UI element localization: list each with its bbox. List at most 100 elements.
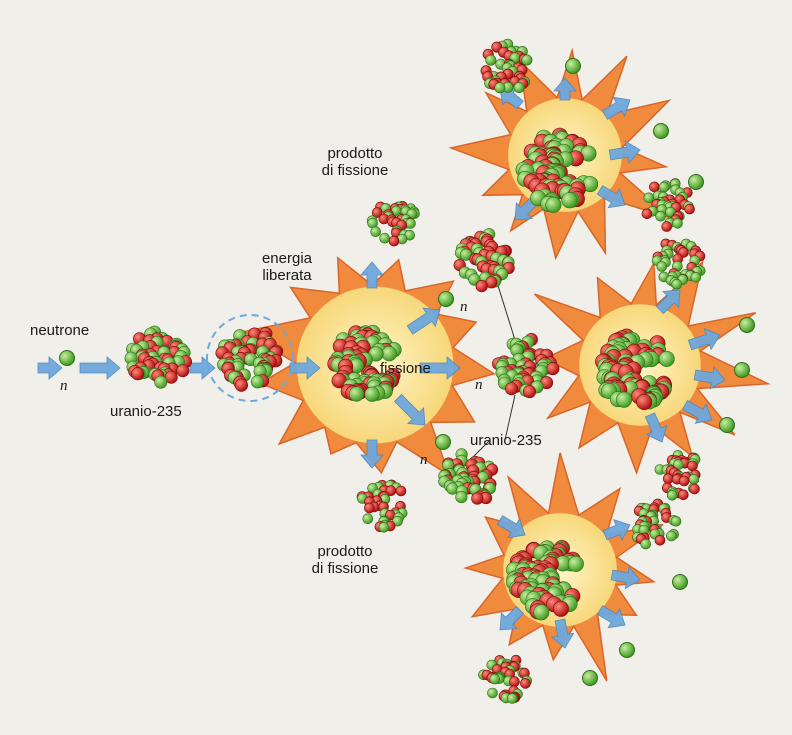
proton-particle	[655, 535, 665, 545]
lower-branch-nucleus-b	[479, 655, 532, 703]
neutron-particle	[689, 474, 699, 484]
neutron-particle	[522, 55, 532, 65]
released-neutron-nucleus-upper	[454, 228, 515, 292]
incident-neutron	[60, 351, 75, 366]
free-neutron	[673, 575, 688, 590]
proton-particle	[396, 486, 406, 496]
free-neutron	[436, 435, 451, 450]
neutron-particle	[495, 83, 505, 93]
neutron-label: neutrone	[30, 322, 89, 339]
proton-particle	[547, 362, 559, 374]
neutron-particle	[641, 539, 651, 549]
proton-particle	[690, 484, 700, 494]
released-neutron-nucleus-lower	[439, 449, 498, 505]
neutron-particle	[546, 197, 561, 212]
proton-particle	[679, 476, 689, 486]
fission-product-bottom-line-1: prodotto	[290, 543, 400, 560]
proton-particle	[177, 365, 189, 377]
proton-particle	[523, 385, 535, 397]
neutron-particle	[673, 218, 683, 228]
uranium-235-second-label: uranio-235	[470, 432, 542, 449]
proton-particle	[678, 490, 688, 500]
right-fission-explosion	[535, 262, 768, 473]
neutron-particle	[507, 693, 517, 703]
neutron-particle	[371, 227, 381, 237]
uranium-235-nucleus	[125, 326, 192, 388]
incoming-arrow-1	[38, 357, 62, 379]
proton-particle	[642, 209, 652, 219]
uranium-235-label: uranio-235	[110, 403, 182, 420]
free-neutron	[439, 292, 454, 307]
right-branch-nucleus-a	[652, 239, 705, 289]
neutron-particle	[562, 193, 577, 208]
neutron-particle	[691, 272, 701, 282]
neutron-particle	[251, 376, 264, 389]
fission-product-top-line-2: di fissione	[310, 162, 400, 179]
neutron-particle	[365, 387, 380, 402]
lower-branch-nucleus-a	[632, 499, 681, 549]
neutron-symbol-middle: n	[475, 377, 483, 394]
neutron-particle	[659, 351, 674, 366]
free-neutron	[720, 418, 735, 433]
neutron-particle	[568, 556, 583, 571]
incoming-arrow-2	[80, 357, 120, 379]
uranium-235-second-nucleus	[492, 333, 559, 398]
proton-particle	[235, 379, 248, 392]
free-neutron	[740, 318, 755, 333]
fission-product-top-line-1: prodotto	[310, 145, 400, 162]
upper-branch-nucleus-a	[481, 39, 532, 93]
neutron-particle	[616, 392, 631, 407]
free-neutron	[689, 175, 704, 190]
incoming-arrow-3	[190, 357, 215, 379]
neutron-particle	[666, 531, 676, 541]
neutron-particle	[514, 82, 524, 92]
proton-particle	[472, 493, 484, 505]
neutron-particle	[380, 233, 390, 243]
proton-particle	[687, 461, 697, 471]
neutron-particle	[363, 514, 373, 524]
fission-product-bottom-line-2: di fissione	[290, 560, 400, 577]
fission-label: fissione	[380, 360, 431, 377]
neutron-particle	[382, 346, 397, 361]
proton-particle	[637, 394, 652, 409]
right-branch-nucleus-b	[655, 450, 700, 500]
free-neutron	[735, 363, 750, 378]
free-neutron	[654, 124, 669, 139]
neutron-particle	[657, 262, 667, 272]
proton-particle	[364, 503, 374, 513]
proton-particle	[520, 678, 530, 688]
proton-particle	[476, 280, 488, 292]
neutron-particle	[379, 522, 389, 532]
neutron-particle	[671, 516, 681, 526]
neutron-particle	[644, 193, 654, 203]
proton-particle	[662, 222, 672, 232]
energy-released-label: energia liberata	[252, 250, 322, 284]
neutron-particle	[534, 605, 549, 620]
neutron-symbol-lower: n	[420, 452, 428, 469]
neutron-particle	[490, 674, 500, 684]
neutron-particle	[486, 55, 496, 65]
neutron-particle	[349, 387, 364, 402]
proton-particle	[505, 383, 517, 395]
proton-particle	[685, 204, 695, 214]
proton-particle	[510, 677, 520, 687]
proton-particle	[553, 601, 568, 616]
neutron-particle	[656, 211, 666, 221]
neutron-symbol-upper: n	[460, 299, 468, 316]
energy-line-1: energia	[252, 250, 322, 267]
neutron-particle	[667, 490, 677, 500]
free-neutron	[620, 643, 635, 658]
neutron-particle	[659, 182, 669, 192]
proton-particle	[663, 474, 673, 484]
neutron-symbol-label: n	[60, 378, 68, 395]
fission-product-top	[367, 201, 419, 246]
neutron-particle	[488, 688, 498, 698]
free-neutron	[566, 59, 581, 74]
energy-line-2: liberata	[252, 267, 322, 284]
neutron-particle	[406, 219, 416, 229]
proton-particle	[131, 368, 143, 380]
free-neutron	[583, 671, 598, 686]
neutron-particle	[456, 491, 468, 503]
fission-product-bottom-label: prodotto di fissione	[290, 543, 400, 577]
